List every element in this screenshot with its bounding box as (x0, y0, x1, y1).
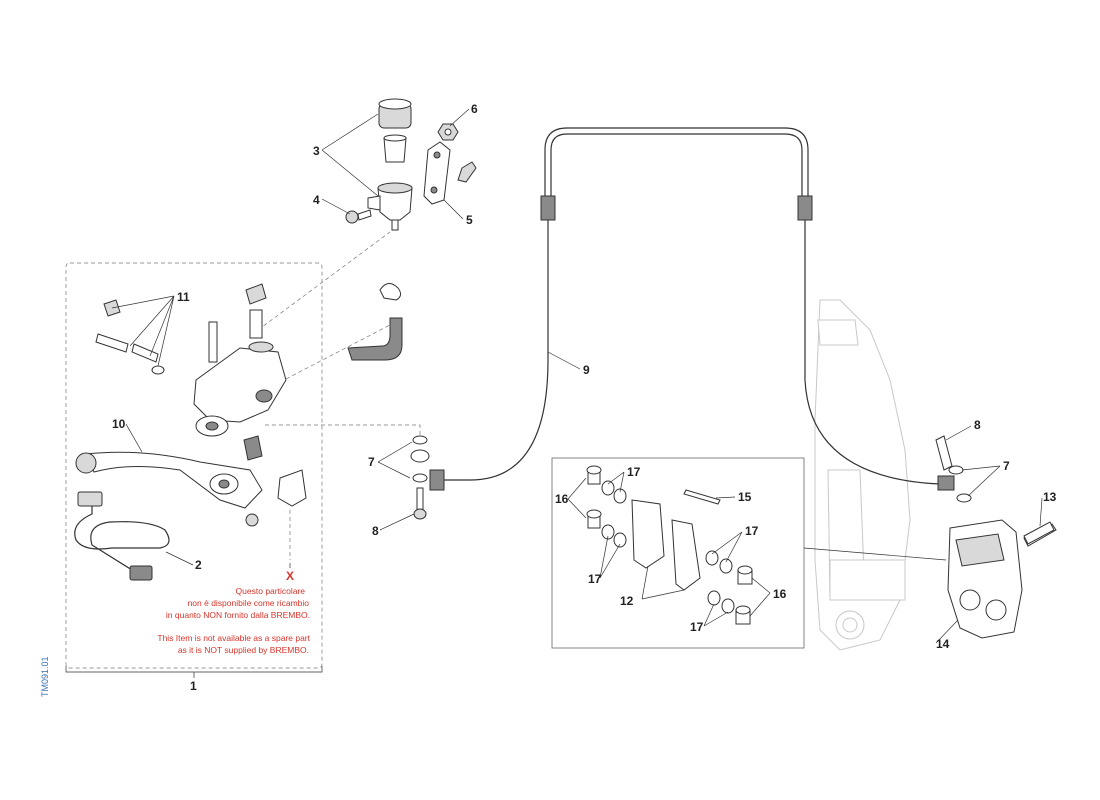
callout-17-lower-right: 17 (690, 620, 704, 634)
note-en-line1: This Item is not available as a spare pa… (157, 633, 310, 643)
pistons-16-upper (586, 465, 602, 529)
brake-caliper (947, 519, 1057, 639)
not-supplied-mark: X (286, 569, 294, 583)
seals-17-upper (601, 480, 627, 548)
callout-15: 15 (738, 490, 752, 504)
callout-4: 4 (313, 193, 320, 207)
pad-kit-box (551, 457, 805, 649)
callout-11: 11 (177, 290, 190, 304)
callout-8-left: 8 (372, 524, 379, 538)
note-it-line3: in quanto NON fornito dalla BREMBO. (166, 610, 310, 620)
master-cylinder-body (193, 283, 287, 437)
note-it-line1: Questo particolare (236, 586, 306, 596)
brake-lever (75, 435, 307, 527)
callout-13: 13 (1043, 490, 1057, 504)
small-parts-11 (95, 299, 165, 375)
callout-16-upper: 16 (555, 492, 569, 506)
drawing-code: TM091.01 (40, 656, 50, 697)
callout-1: 1 (190, 679, 197, 693)
seals-17-lower (705, 550, 735, 614)
callout-12: 12 (620, 594, 634, 608)
master-cylinder-group-boundary (65, 262, 323, 669)
callout-9: 9 (583, 363, 590, 377)
note-it-line2: non è disponibile come ricambio (188, 598, 310, 608)
banjo-assembly-right (935, 435, 972, 503)
note-en-line2: as it is NOT supplied by BREMBO. (178, 645, 309, 655)
brake-light-switch (74, 491, 170, 581)
reservoir-bracket (423, 141, 477, 205)
callout-10: 10 (112, 417, 126, 431)
callout-16-lower: 16 (773, 587, 787, 601)
hose-clamp (379, 283, 402, 301)
callout-8-right: 8 (974, 418, 981, 432)
callout-17-upper-left: 17 (627, 465, 641, 479)
callout-7-right: 7 (1003, 459, 1010, 473)
callout-17-upper-right: 17 (745, 524, 759, 538)
callout-3: 3 (313, 144, 320, 158)
assembly-dashed-lines (254, 231, 421, 560)
reservoir-assembly (367, 98, 413, 231)
pad-pin-15 (683, 489, 721, 505)
banjo-assembly-left (410, 435, 430, 520)
nut-6 (437, 123, 459, 141)
callout-17-lower-left: 17 (588, 572, 602, 586)
pad-kit-leader (803, 547, 947, 561)
callout-2: 2 (195, 558, 202, 572)
group-1-bracket (65, 666, 323, 678)
brake-hose (429, 127, 955, 491)
reservoir-hose (347, 317, 403, 361)
callout-5: 5 (466, 213, 473, 227)
leader-lines (111, 108, 1043, 644)
caliper-bolt-13 (1023, 521, 1055, 545)
screw-4 (345, 209, 372, 224)
brake-pads-12 (631, 499, 701, 591)
fork-wheel-ghost (814, 299, 911, 651)
callout-6: 6 (471, 102, 478, 116)
pistons-16-lower (735, 565, 753, 625)
callout-7-left: 7 (368, 455, 375, 469)
callout-14: 14 (936, 637, 950, 651)
